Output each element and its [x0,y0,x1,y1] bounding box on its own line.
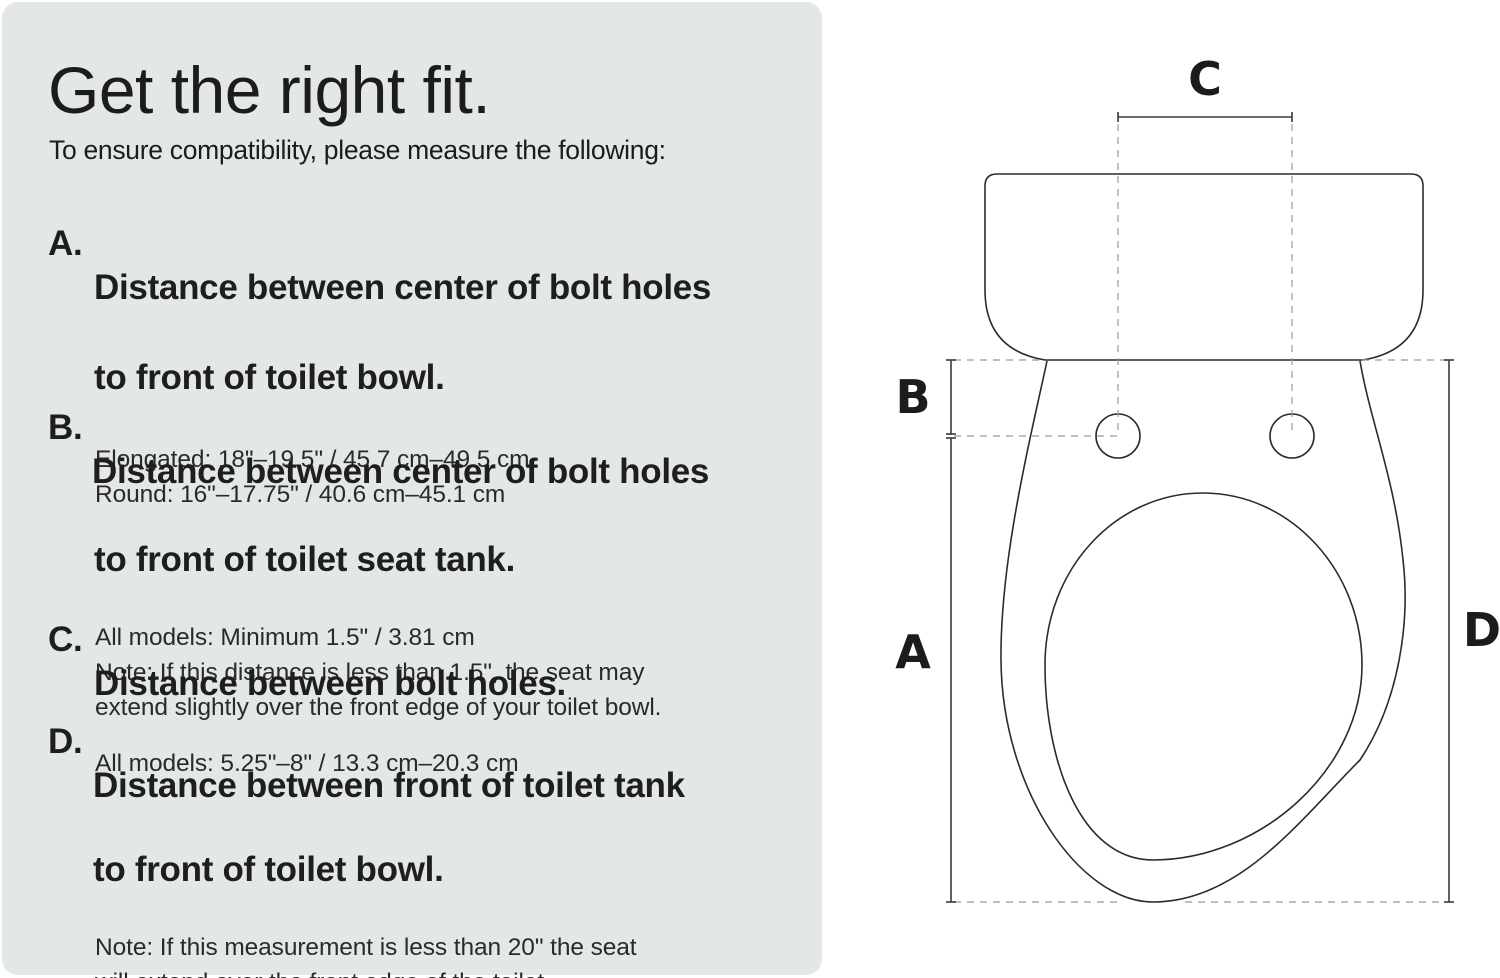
detail-line: Note: If this distance is less than 1.5"… [95,659,645,686]
tank-outline [984,173,1424,361]
measurement-section-c: C. Distance between bolt holes. All mode… [48,618,808,781]
info-panel [2,2,822,975]
section-heading: C. Distance between bolt holes. [48,618,808,750]
heading-line: to front of toilet bowl. [94,358,445,397]
detail-line: extend slightly over the front edge of y… [95,694,662,721]
toilet-outline-drawing [946,112,1454,903]
section-heading: D. Distance between front of toilet tank… [48,720,808,936]
measurement-section-d: D. Distance between front of toilet tank… [48,720,808,978]
dimension-label-a: A [895,625,931,679]
heading-line: Distance between center of bolt holes [92,452,710,491]
seat-outline [1000,360,1406,903]
section-letter: D. [48,722,83,761]
page-title: Get the right fit. [48,53,491,127]
detail-line: Note: If this measurement is less than 2… [95,934,637,961]
section-letter: C. [48,620,83,659]
section-letter: B. [48,408,83,447]
section-heading: B. Distance between center of bolt holes… [48,406,808,626]
detail-line: Elongated: 18"–19.5" / 45.7 cm–49.5 cm [95,446,530,473]
section-letter: A. [48,224,83,263]
heading-line: Distance between bolt holes. [94,664,566,703]
dimension-label-d: D [1462,603,1500,657]
heading-line: Distance between center of bolt holes [94,268,712,307]
bolt-hole-right [1269,413,1315,459]
detail-line: will extend over the front edge of the t… [95,965,808,978]
measurement-section-a: A. Distance between center of bolt holes… [48,222,808,512]
heading-line: to front of toilet bowl. [93,850,444,889]
detail-line: All models: 5.25"–8" / 13.3 cm–20.3 cm [95,750,519,777]
section-heading: A. Distance between center of bolt holes… [48,222,808,444]
heading-line: Distance between front of toilet tank [93,766,685,805]
detail-line: All models: Minimum 1.5" / 3.81 cm [95,624,475,651]
dimension-label-b: B [895,370,931,424]
detail-line: Round: 16"–17.75" / 40.6 cm–45.1 cm [95,481,506,508]
measurement-section-b: B. Distance between center of bolt holes… [48,406,808,725]
toilet-diagram: C B A D [860,0,1500,978]
page-subtitle: To ensure compatibility, please measure … [49,135,666,165]
dimension-label-c: C [1188,52,1222,106]
seat-opening-outline [1044,492,1363,861]
heading-line: to front of toilet seat tank. [94,540,516,579]
